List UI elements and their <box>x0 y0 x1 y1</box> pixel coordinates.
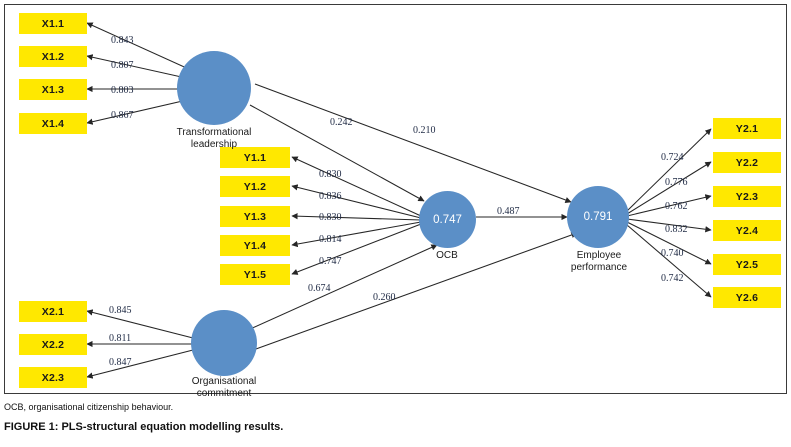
indicator-box-x23[interactable]: X2.3 <box>19 367 87 388</box>
path-value-tl-ocb: 0.242 <box>330 117 353 128</box>
indicator-box-x14[interactable]: X1.4 <box>19 113 87 134</box>
latent-label-organisational-commitment: Organisational commitment <box>191 376 257 399</box>
loading-arrow-y24 <box>626 218 712 233</box>
loading-arrow-y21 <box>626 128 712 212</box>
indicator-box-x11[interactable]: X1.1 <box>19 13 87 34</box>
loading-value-y26: 0.742 <box>661 273 684 284</box>
indicator-box-x13[interactable]: X1.3 <box>19 79 87 100</box>
indicator-box-x12[interactable]: X1.2 <box>19 46 87 67</box>
latent-node-organisational-commitment[interactable] <box>191 310 257 376</box>
indicator-box-y26[interactable]: Y2.6 <box>713 287 781 308</box>
indicator-box-y21[interactable]: Y2.1 <box>713 118 781 139</box>
indicator-box-y24[interactable]: Y2.4 <box>713 220 781 241</box>
loading-arrow-y15 <box>291 223 422 275</box>
indicator-label-y26: Y2.6 <box>735 291 759 304</box>
loading-value-x11: 0.843 <box>111 35 134 46</box>
loading-value-y23: 0.762 <box>665 201 688 212</box>
indicator-box-y12[interactable]: Y1.2 <box>220 176 290 197</box>
abbreviation-note: OCB, organisational citizenship behaviou… <box>4 402 174 412</box>
latent-node-transformational-leadership[interactable] <box>177 51 251 125</box>
indicator-label-x23: X2.3 <box>41 371 65 384</box>
path-tl-ep <box>254 83 572 203</box>
loading-value-x23: 0.847 <box>109 357 132 368</box>
loading-arrow-y25 <box>626 221 712 265</box>
loading-arrow-y23 <box>626 194 712 217</box>
path-value-oc-ep: 0.260 <box>373 292 396 303</box>
path-oc-ocb <box>247 244 438 331</box>
loading-value-y11: 0.830 <box>319 169 342 180</box>
path-diagram-canvas <box>86 22 712 379</box>
indicator-label-y13: Y1.3 <box>243 210 267 223</box>
indicator-label-y14: Y1.4 <box>243 239 267 252</box>
indicator-label-y12: Y1.2 <box>243 180 267 193</box>
indicator-box-y11[interactable]: Y1.1 <box>220 147 290 168</box>
indicator-label-x14: X1.4 <box>41 117 65 130</box>
loading-value-x14: 0.867 <box>111 110 134 121</box>
indicator-label-y15: Y1.5 <box>243 268 267 281</box>
loading-value-y25: 0.740 <box>661 248 684 259</box>
indicator-label-x22: X2.2 <box>41 338 65 351</box>
loading-value-x21: 0.845 <box>109 305 132 316</box>
indicator-box-y14[interactable]: Y1.4 <box>220 235 290 256</box>
indicator-label-y25: Y2.5 <box>735 258 759 271</box>
indicator-label-y24: Y2.4 <box>735 224 759 237</box>
figure-frame: X1.1 X1.2 X1.3 X1.4 X2.1 X2.2 X2.3 Y1.1 … <box>4 4 787 399</box>
latent-label-ocb: OCB <box>436 250 458 261</box>
path-value-ocb-ep: 0.487 <box>497 206 520 217</box>
latent-node-ocb[interactable]: 0.747 <box>419 191 476 248</box>
loading-arrow-y14 <box>291 221 422 248</box>
loading-value-x22: 0.811 <box>109 333 132 344</box>
path-oc-ep <box>252 231 578 351</box>
loading-arrow-x23 <box>86 349 194 379</box>
latent-node-employee-performance[interactable]: 0.791 <box>567 186 629 248</box>
path-tl-ocb <box>249 104 425 202</box>
loading-arrow-y22 <box>626 161 712 215</box>
indicator-label-x12: X1.2 <box>41 50 65 63</box>
loading-value-y22: 0.776 <box>665 177 688 188</box>
loading-value-y12: 0.836 <box>319 191 342 202</box>
indicator-box-x22[interactable]: X2.2 <box>19 334 87 355</box>
indicator-box-y13[interactable]: Y1.3 <box>220 206 290 227</box>
indicator-label-y23: Y2.3 <box>735 190 759 203</box>
loading-arrow-y26 <box>626 224 712 298</box>
loading-arrow-y12 <box>291 184 422 219</box>
indicator-label-y22: Y2.2 <box>735 156 759 169</box>
latent-value-ocb: 0.747 <box>433 213 462 226</box>
caption-area: OCB, organisational citizenship behaviou… <box>4 402 787 433</box>
loading-arrow-x21 <box>86 309 194 339</box>
loading-value-y24: 0.832 <box>665 224 688 235</box>
loading-value-x12: 0.807 <box>111 60 134 71</box>
indicator-box-y25[interactable]: Y2.5 <box>713 254 781 275</box>
loading-value-y21: 0.724 <box>661 152 684 163</box>
loading-arrow-y13 <box>291 213 422 221</box>
indicator-box-y15[interactable]: Y1.5 <box>220 264 290 285</box>
latent-label-transformational-leadership: Transformational leadership <box>176 127 252 150</box>
loading-value-y15: 0.747 <box>319 256 342 267</box>
indicator-label-x11: X1.1 <box>41 17 65 30</box>
latent-label-employee-performance: Employee performance <box>570 250 628 273</box>
indicator-label-x21: X2.1 <box>41 305 65 318</box>
path-value-oc-ocb: 0.674 <box>308 283 331 294</box>
loading-value-y13: 0.830 <box>319 212 342 223</box>
latent-value-ep: 0.791 <box>583 211 613 223</box>
loading-arrow-y11 <box>291 156 422 217</box>
path-value-tl-ep: 0.210 <box>413 125 436 136</box>
loading-value-y14: 0.814 <box>319 234 342 245</box>
figure-caption: FIGURE 1: PLS-structural equation modell… <box>4 421 284 433</box>
loading-value-x13: 0.803 <box>111 85 134 96</box>
indicator-box-y23[interactable]: Y2.3 <box>713 186 781 207</box>
indicator-box-x21[interactable]: X2.1 <box>19 301 87 322</box>
indicator-label-y21: Y2.1 <box>735 122 759 135</box>
indicator-box-y22[interactable]: Y2.2 <box>713 152 781 173</box>
indicator-label-y11: Y1.1 <box>243 151 267 164</box>
indicator-label-x13: X1.3 <box>41 83 65 96</box>
